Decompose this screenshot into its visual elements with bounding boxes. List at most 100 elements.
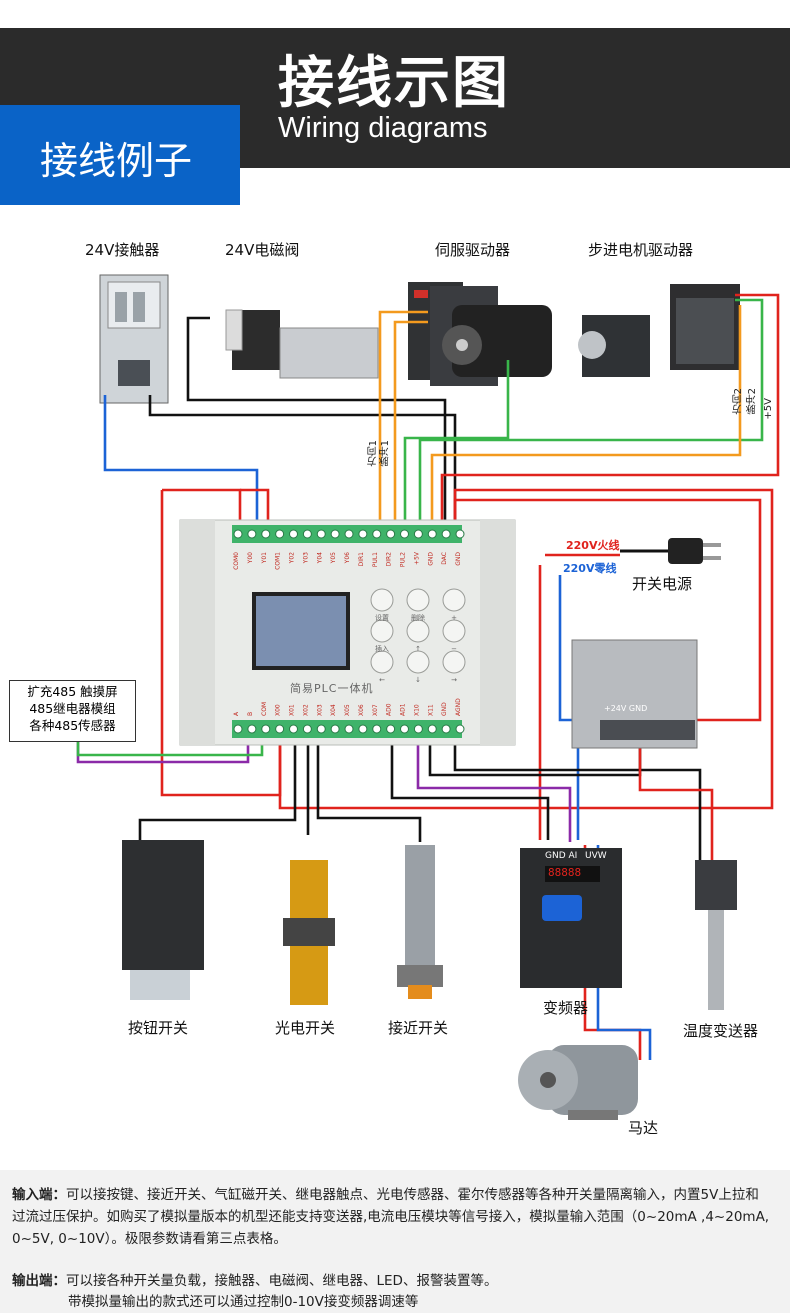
terminal-screw: [344, 529, 354, 539]
power-switch-label: 开关电源: [632, 575, 693, 593]
terminal-screw: [427, 529, 437, 539]
output-note: 输出端：可以接各种开关量负载，接触器、电磁阀、继电器、LED、报警装置等。: [12, 1270, 772, 1292]
expansion-box: 扩充485 触摸屏 485继电器模组 各种485传感器: [9, 680, 136, 742]
terminal-screw: [358, 724, 368, 734]
terminal-screw: [413, 724, 423, 734]
terminal-screw: [302, 529, 312, 539]
terminal-screw: [344, 724, 354, 734]
terminal-label: GND: [455, 552, 462, 566]
servo-label: 伺服驱动器: [435, 241, 511, 259]
motor-image: [518, 1045, 638, 1120]
terminal-label: X02: [302, 704, 309, 716]
terminal-label: Y02: [289, 552, 296, 564]
temp-label: 温度变送器: [683, 1022, 759, 1040]
terminal-label: X11: [427, 704, 434, 716]
terminal-screw: [400, 724, 409, 734]
plc-keypad: [370, 588, 466, 674]
terminal-screw: [261, 529, 271, 539]
terminal-screw: [413, 529, 423, 539]
terminal-screw: [247, 724, 257, 734]
power-supply-image: [571, 639, 698, 749]
terminal-label: X03: [316, 704, 323, 716]
expansion-line: 485继电器模组: [29, 701, 116, 716]
terminal-label: X06: [358, 704, 365, 716]
terminal-label: DAC: [441, 552, 448, 565]
solenoid-label: 24V电磁阀: [225, 241, 300, 259]
inverter-label: 变频器: [543, 999, 589, 1017]
terminal-label: COM1: [275, 552, 282, 570]
button-switch-image: [122, 840, 204, 1000]
live-wire-label: 220V火线: [566, 539, 620, 552]
photo-label: 光电开关: [275, 1019, 336, 1037]
expansion-line: 各种485传感器: [29, 718, 116, 733]
key-label: ↑: [415, 645, 421, 653]
terminal-label: X01: [289, 704, 296, 716]
key-label: ←: [379, 676, 385, 684]
input-note-text: 可以接按键、接近开关、气缸磁开关、继电器触点、光电传感器、霍尔传感器等各种开关量…: [12, 1187, 770, 1247]
pulse1-label: 脉冲1: [380, 440, 391, 467]
terminal-screw: [441, 529, 451, 539]
terminal-screw: [455, 529, 465, 539]
terminal-label: PUL1: [372, 552, 379, 567]
terminal-screw: [289, 724, 298, 734]
plus5v-label: +5V: [763, 398, 774, 420]
inverter-display: 88888: [548, 866, 582, 879]
key-label: 删除: [411, 613, 425, 622]
terminal-screw: [275, 724, 285, 734]
terminal-label: AGND: [455, 698, 462, 716]
terminal-screw: [233, 529, 243, 539]
terminal-screw: [441, 724, 451, 734]
terminal-screw: [247, 529, 257, 539]
terminal-label: X04: [330, 704, 337, 716]
temp-transmitter-image: [695, 860, 737, 1010]
terminal-label: DIR2: [386, 552, 393, 567]
terminal-screw: [275, 529, 285, 539]
terminal-label: X10: [413, 704, 420, 716]
terminal-screw: [302, 724, 312, 734]
servo-image: [408, 282, 552, 386]
page-title: 接线示图: [278, 51, 510, 116]
page-subtitle: Wiring diagrams: [278, 112, 488, 144]
terminal-screw: [427, 724, 437, 734]
key-label: −: [451, 645, 457, 653]
contactor-image: [99, 274, 169, 404]
terminal-label: Y06: [344, 552, 351, 564]
terminal-label: +5V: [413, 551, 420, 565]
terminal-screw: [289, 529, 298, 539]
output-note-label: 输出端：: [12, 1273, 66, 1289]
key-label: 设置: [375, 613, 389, 622]
key-label: →: [451, 676, 457, 684]
neutral-wire-label: 220V零线: [563, 562, 617, 575]
terminal-label: Y04: [316, 552, 323, 564]
terminal-screw: [386, 724, 396, 734]
terminal-label: X07: [372, 704, 379, 716]
terminal-label: DIR1: [358, 552, 365, 567]
terminal-screw: [455, 724, 465, 734]
inverter-image: [520, 848, 622, 988]
proximity-label: 接近开关: [388, 1019, 449, 1037]
terminal-label: AD0: [386, 703, 393, 716]
terminal-label: COM: [261, 702, 268, 716]
proximity-switch-image: [397, 845, 443, 999]
terminal-screw: [400, 529, 409, 539]
notes-panel: [0, 1170, 790, 1313]
terminal-screw: [386, 529, 396, 539]
terminal-screw: [316, 529, 326, 539]
input-note-label: 输入端：: [12, 1187, 66, 1203]
terminal-screw: [233, 724, 243, 734]
photo-switch-image: [283, 860, 335, 1005]
key-label: ↓: [415, 676, 421, 684]
key-label: 插入: [375, 644, 389, 653]
section-tab-label: 接线例子: [40, 139, 193, 183]
terminal-label: A: [233, 711, 240, 716]
power-plug-image: [620, 538, 721, 564]
terminal-screw: [372, 724, 382, 734]
motor-label: 马达: [628, 1119, 659, 1137]
output-note-text: 可以接各种开关量负载，接触器、电磁阀、继电器、LED、报警装置等。: [66, 1273, 498, 1289]
terminal-label: X00: [275, 704, 282, 716]
stepper-label: 步进电机驱动器: [588, 241, 694, 259]
terminal-label: Y03: [302, 552, 309, 564]
terminal-label: Y01: [261, 552, 268, 564]
terminal-label: GND: [441, 702, 448, 716]
terminal-screw: [372, 529, 382, 539]
